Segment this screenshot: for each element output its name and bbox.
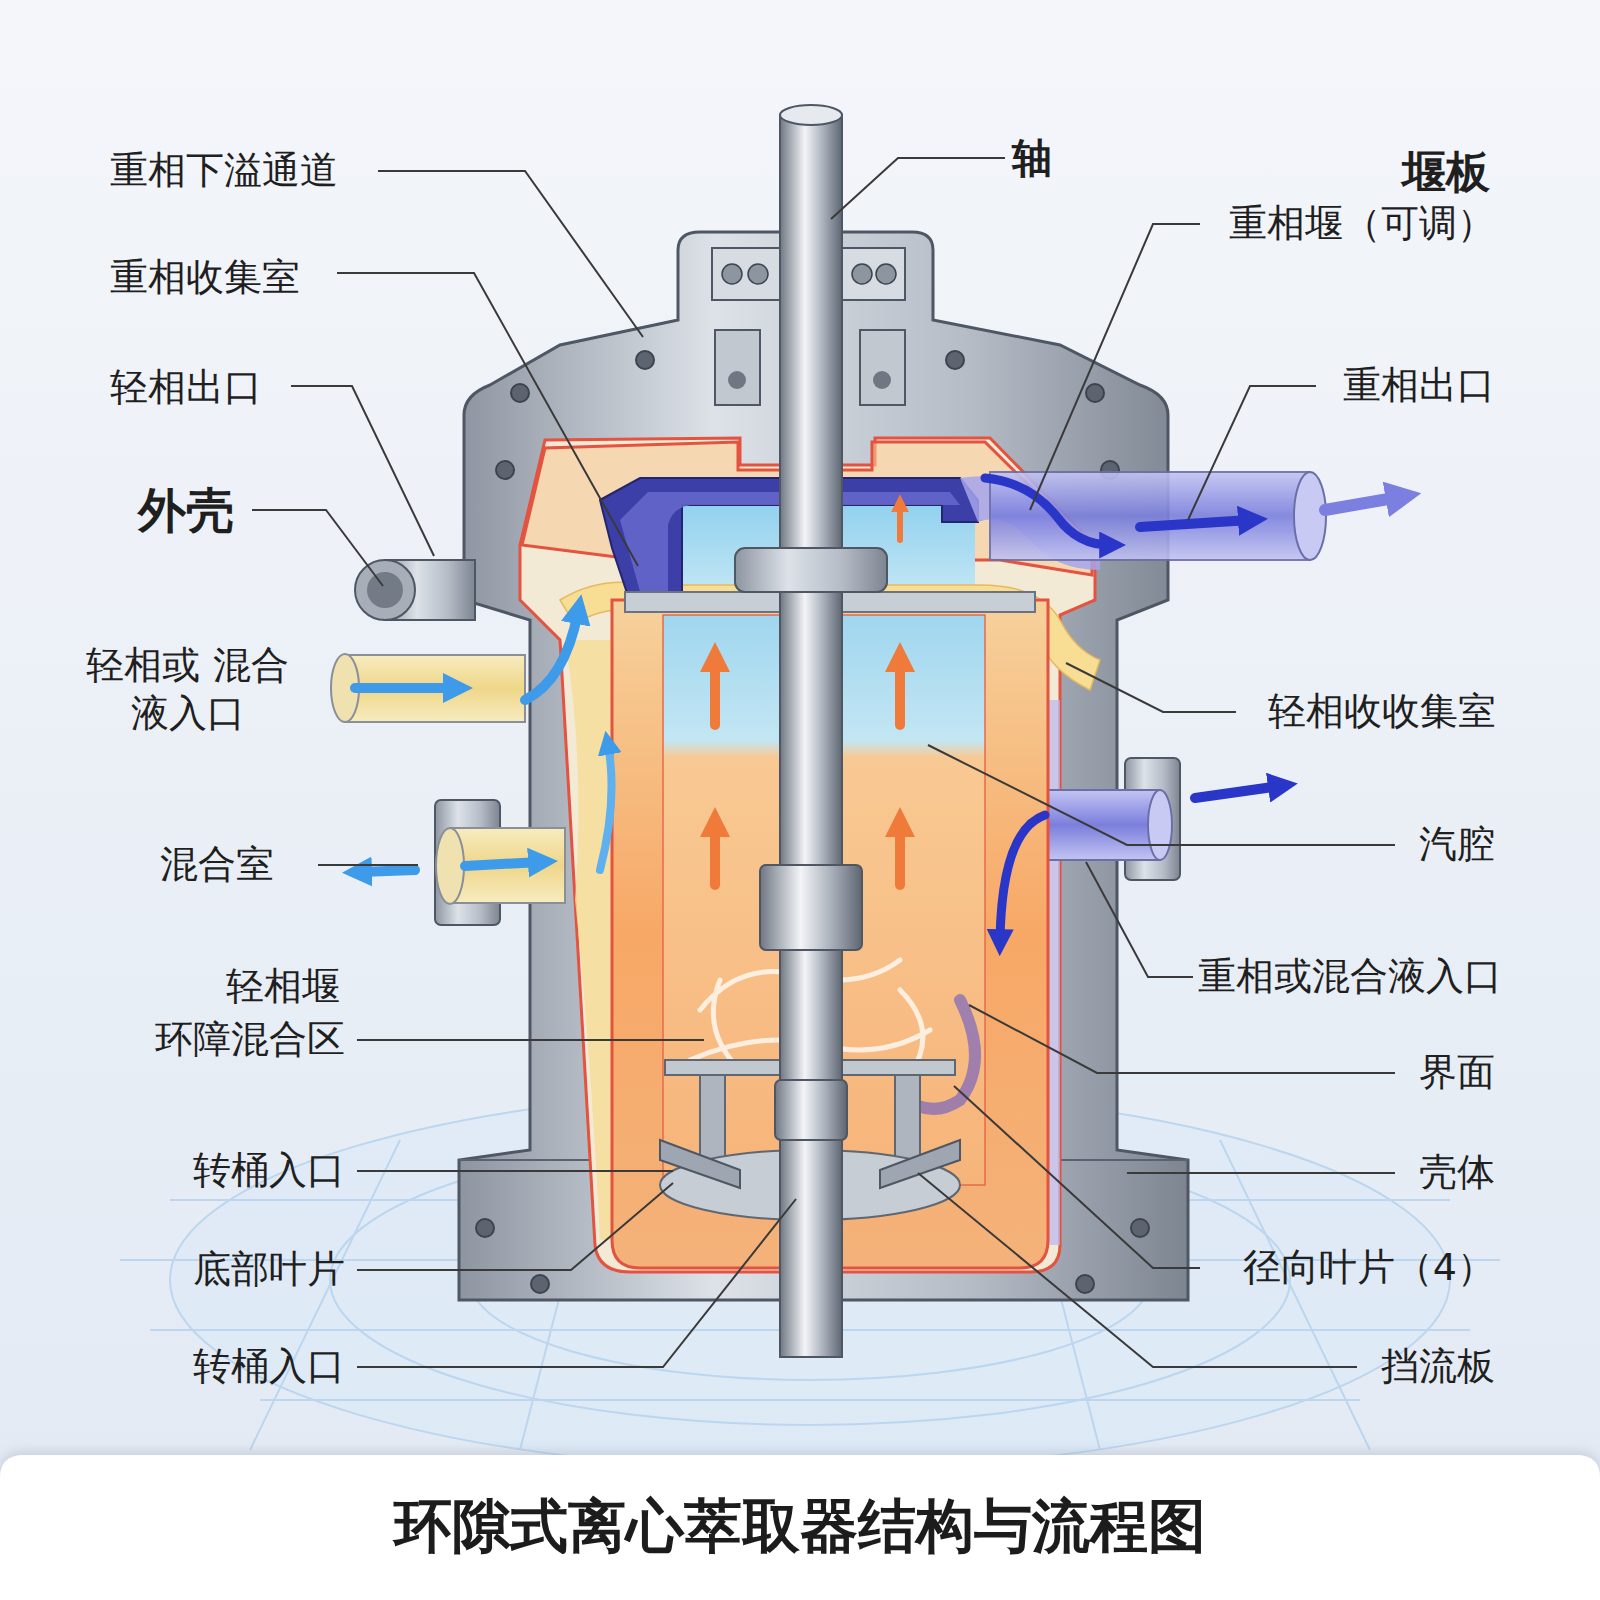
swirl-line (713, 980, 740, 1070)
part-label: 壳体 (1395, 1149, 1495, 1197)
ball (852, 264, 872, 284)
light-outlet-end (355, 560, 415, 620)
part-label: 轻相出口 (110, 364, 290, 412)
flow-arrows (355, 478, 1400, 940)
flow-arrow (897, 505, 903, 540)
leader-line (291, 386, 434, 556)
part-label: 重相收集室 (110, 254, 335, 302)
bolt-hole (946, 351, 964, 369)
part-label: 外壳 (138, 480, 250, 540)
leader-line (1030, 224, 1200, 510)
leader-line (969, 1005, 1395, 1073)
pipe-end (1294, 472, 1326, 560)
part-label: 转桶入口 (165, 1147, 345, 1195)
part-label: 转桶入口 (165, 1343, 345, 1391)
leader-line (357, 1170, 673, 1172)
flow-arrow (360, 870, 415, 872)
flow-arrow (710, 660, 720, 725)
leader-line (954, 1086, 1200, 1268)
seal (860, 330, 905, 405)
flow-arrow (1140, 520, 1250, 527)
leader-line (337, 273, 638, 566)
seal-ball (873, 371, 891, 389)
part-label: 堰板 (1375, 144, 1490, 199)
bolt-hole (1086, 384, 1104, 402)
shaft-coupling (760, 865, 862, 950)
part-label: 径向叶片（4） (1200, 1244, 1495, 1292)
leader-line (357, 1183, 673, 1270)
leader-line (928, 745, 1395, 845)
part-label: 轴 (1012, 133, 1092, 183)
seal (715, 330, 760, 405)
part-label: 混合室 (160, 841, 315, 889)
heavy-outlet-pipe (990, 472, 1310, 560)
flow-arrow (1325, 497, 1400, 510)
light-outlet-bore (367, 572, 403, 608)
flow-arrow (1000, 815, 1045, 940)
bolt-hole (476, 1219, 494, 1237)
pipe-end (1148, 790, 1172, 860)
leader-line (357, 1199, 796, 1367)
part-label: 轻相堰 (185, 963, 340, 1011)
flow-arrow (985, 478, 1110, 545)
bolt-hole (1131, 1219, 1149, 1237)
figure-title: 环隙式离心萃取器结构与流程图 (0, 1488, 1600, 1566)
seal-ball (728, 371, 746, 389)
part-label: 底部叶片 (165, 1246, 345, 1294)
bolt-hole (636, 351, 654, 369)
part-label: 轻相收收集室 (1236, 688, 1496, 736)
bolt-hole (496, 461, 514, 479)
flow-arrow (710, 825, 720, 885)
heavy-phase-annulus (1048, 700, 1060, 1245)
shaft (780, 115, 842, 1357)
bolt-hole (1076, 1275, 1094, 1293)
caption-panel (0, 1455, 1600, 1600)
flow-arrow (600, 745, 612, 870)
shaft-hub (775, 1080, 847, 1140)
leader-line (318, 864, 418, 866)
leader-line (252, 510, 383, 586)
ball (748, 264, 768, 284)
ball (722, 264, 742, 284)
flow-arrow (1195, 786, 1280, 798)
part-label: 汽腔 (1395, 821, 1495, 869)
part-label: 重相或混合液入口 (1198, 953, 1548, 1001)
leader-line (1086, 862, 1193, 977)
flow-arrow (895, 825, 905, 885)
leader-line (378, 171, 643, 337)
leader-line (831, 158, 1005, 219)
leader-line (1066, 663, 1236, 712)
leader-lines (252, 158, 1395, 1367)
leader-line (357, 1039, 704, 1041)
shaft-top (780, 105, 842, 125)
pipe-end (436, 828, 464, 904)
ball (876, 264, 896, 284)
part-label: 重相出口 (1315, 362, 1495, 410)
leader-line (1188, 386, 1316, 520)
part-label: 轻相或 混合液入口 (80, 642, 295, 737)
part-label: 界面 (1395, 1049, 1495, 1097)
light-inlet-pipe (345, 655, 525, 722)
part-label: 挡流板 (1355, 1343, 1495, 1391)
part-label: 重相堰（可调） (1200, 200, 1495, 248)
shaft-collar (735, 548, 887, 592)
flow-arrow (465, 862, 540, 866)
flow-arrow (895, 660, 905, 725)
bolt-hole (531, 1275, 549, 1293)
part-label: 环障混合区 (125, 1016, 345, 1064)
part-label: 重相下溢通道 (110, 147, 378, 195)
light-phase-annulus (565, 640, 612, 1240)
leader-line (1127, 1172, 1395, 1174)
bolt-hole (511, 384, 529, 402)
mixing-pipe (450, 828, 565, 903)
flow-arrow (355, 683, 455, 693)
flow-arrow (525, 612, 578, 700)
